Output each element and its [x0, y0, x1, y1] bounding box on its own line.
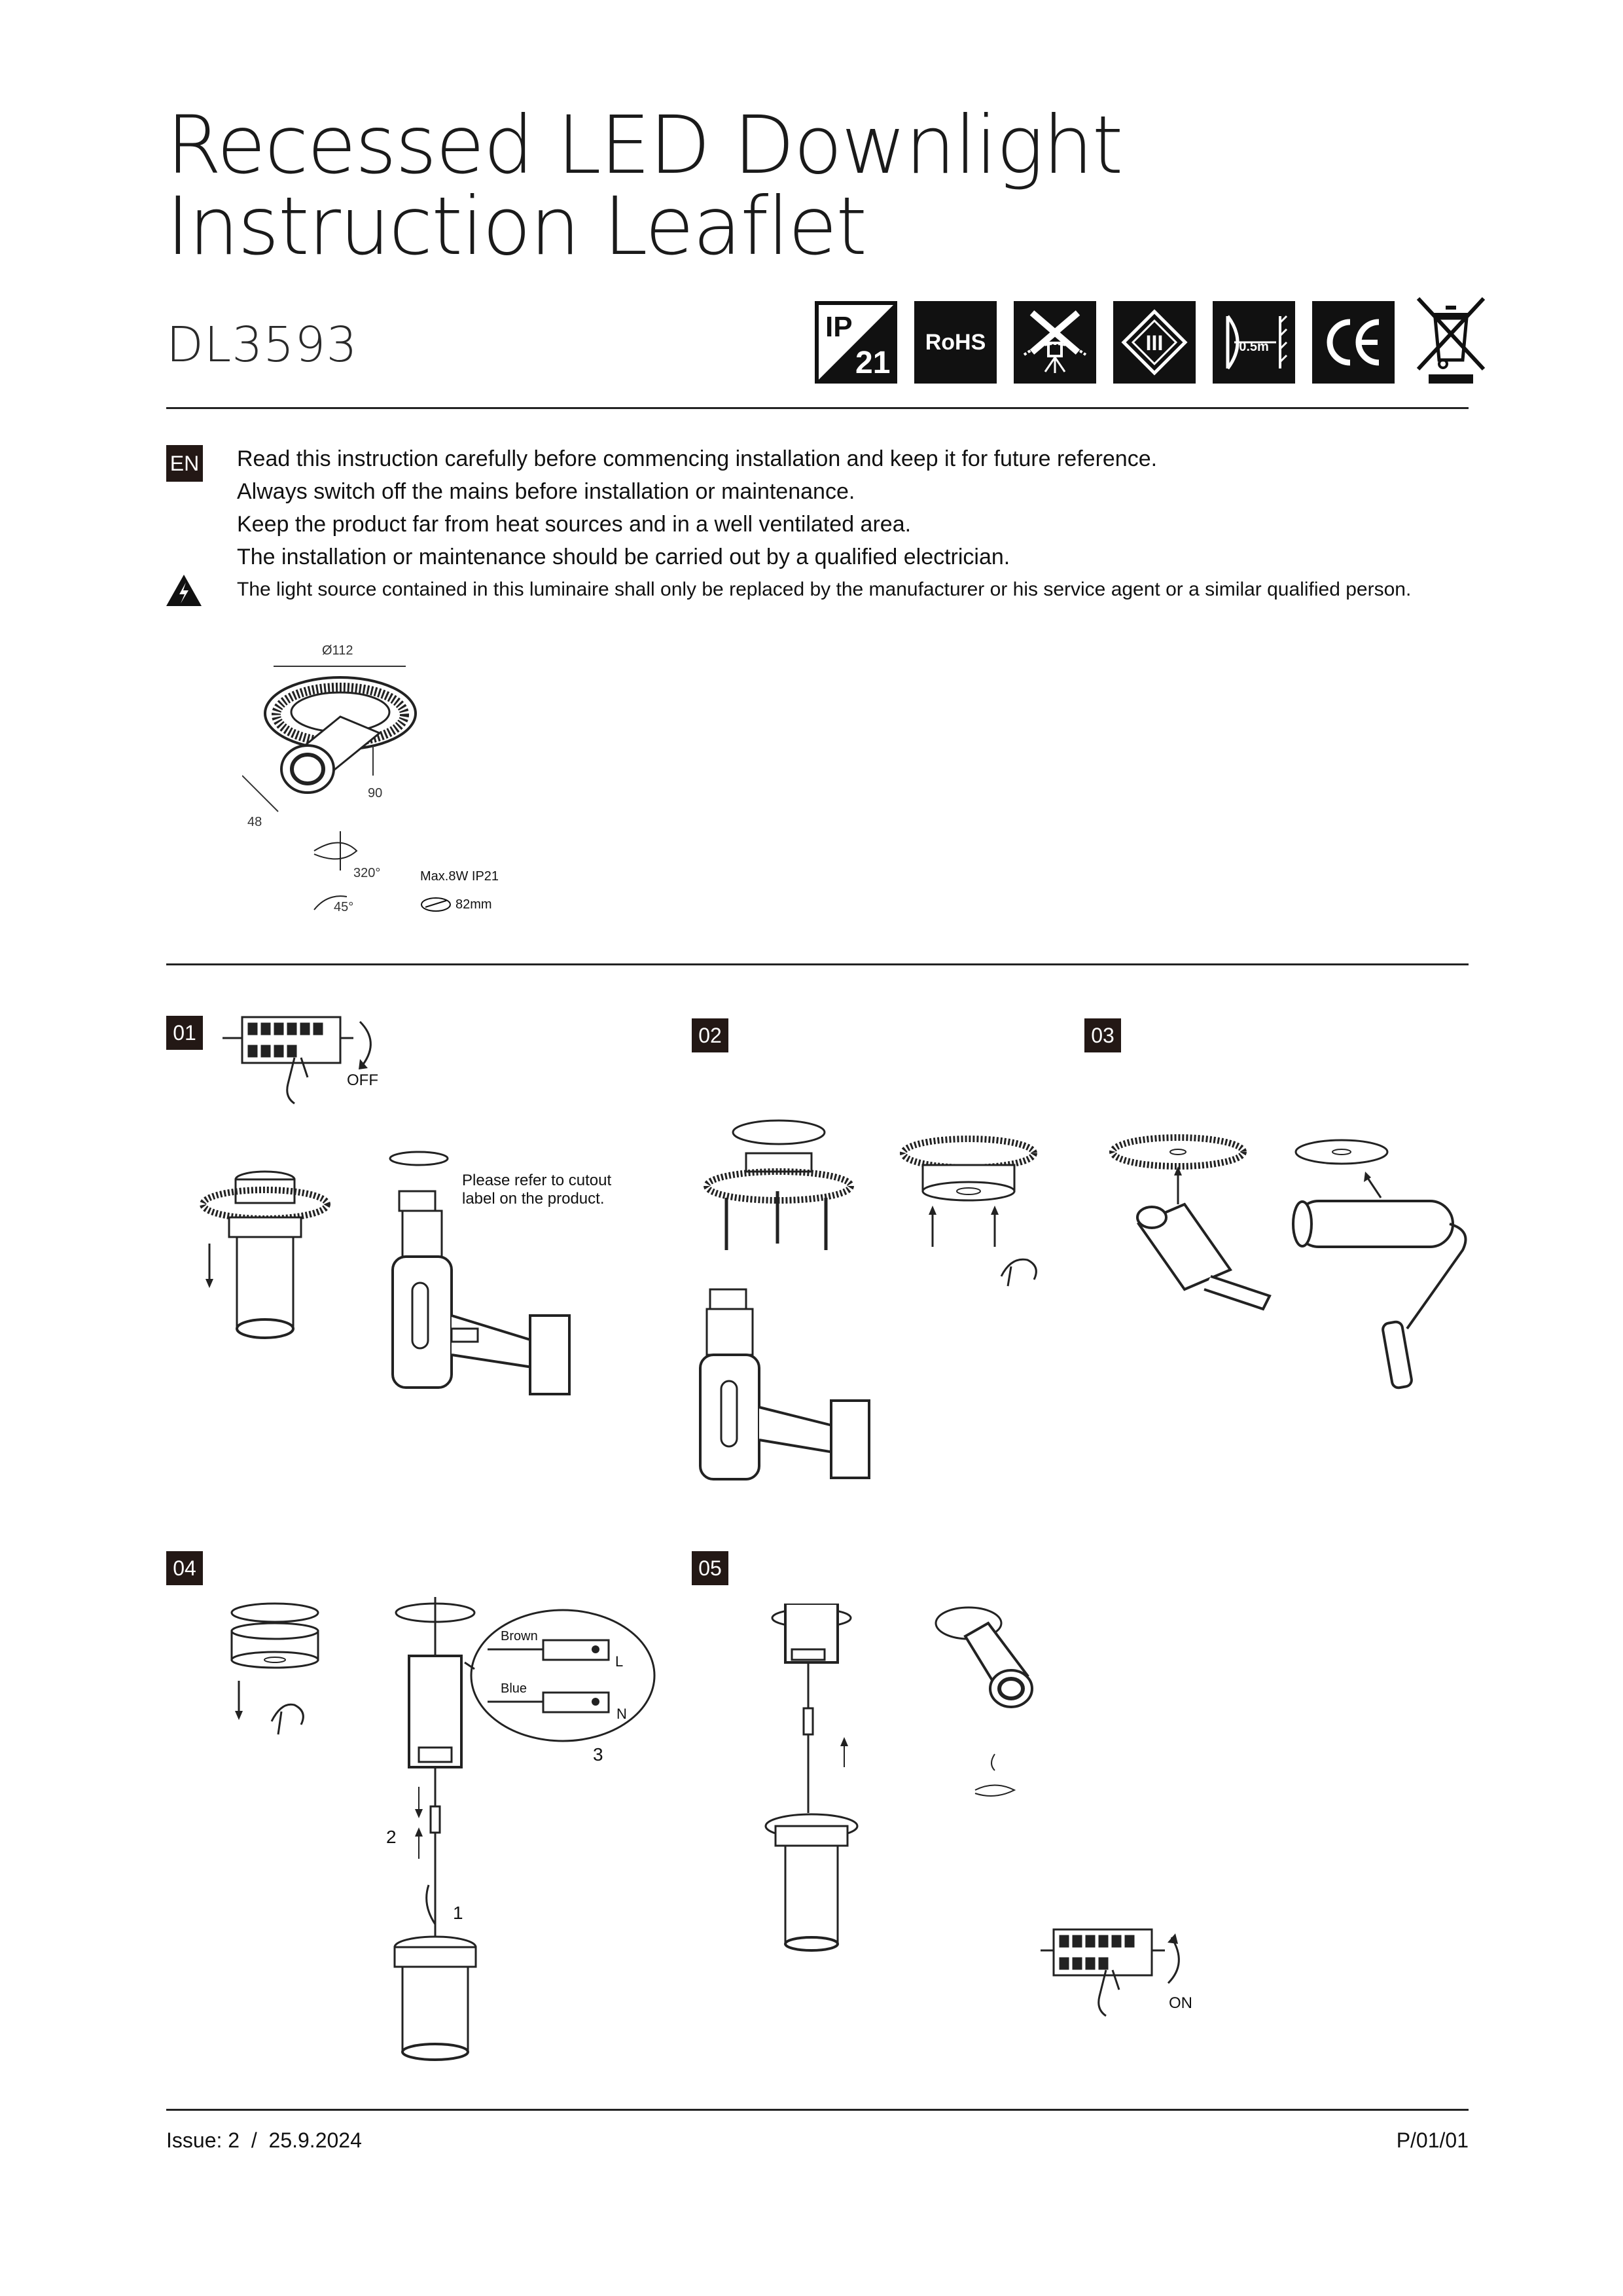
- step-04-wiring-illustration: 2 1 Brown Blue L N 3: [386, 1597, 656, 2061]
- weee-bin-icon: [1412, 295, 1490, 386]
- neutral-terminal-label: N: [616, 1706, 627, 1722]
- blue-wire-label: Blue: [501, 1681, 527, 1696]
- class-iii-icon: III: [1113, 301, 1196, 384]
- page-number: P/01/01: [1396, 2128, 1469, 2152]
- step-01-luminaire-illustration: [200, 1170, 330, 1339]
- step-01-breaker-off-illustration: OFF: [223, 1016, 378, 1105]
- class-iii-text: III: [1146, 331, 1164, 355]
- callout-1-label: 1: [453, 1903, 463, 1923]
- callout-3-label: 3: [593, 1744, 603, 1765]
- tilt-label: 45°: [334, 900, 353, 914]
- rotation-label: 320°: [353, 866, 380, 880]
- step-02-badge: 02: [692, 1018, 728, 1052]
- step-03-badge: 03: [1084, 1018, 1121, 1052]
- instruction-line-3: Keep the product far from heat sources a…: [237, 512, 912, 537]
- language-badge: EN: [166, 445, 203, 482]
- instruction-text: Read this instruction carefully before c…: [237, 442, 1157, 573]
- step-05-breaker-on-illustration: ON: [1041, 1928, 1192, 2017]
- step-05-on-label: ON: [1169, 1994, 1192, 2012]
- header-divider: [166, 407, 1469, 409]
- rohs-text: RoHS: [925, 329, 986, 355]
- step-05-adjust-illustration: [935, 1606, 1033, 1797]
- page-title: Recessed LED Downlight Instruction Leafl…: [166, 105, 1344, 267]
- step-04-ring-illustration: [230, 1602, 319, 1735]
- step-01-cutout-note: Please refer to cutout label on the prod…: [462, 1172, 612, 1208]
- step-04-badge: 04: [166, 1551, 203, 1585]
- step-02-ceiling-drill-illustration: [699, 1119, 870, 1480]
- step-05-install-illustration: [764, 1604, 859, 1952]
- title-line-2: Instruction Leaflet: [166, 180, 867, 273]
- brown-wire-label: Brown: [501, 1629, 538, 1643]
- step-02-mounting-ring-illustration: [900, 1136, 1037, 1287]
- instruction-line-2: Always switch off the mains before insta…: [237, 479, 855, 504]
- issue-date: Issue: 2 / 25.9.2024: [166, 2128, 362, 2152]
- height-label: 90: [368, 786, 382, 800]
- footer-divider: [166, 2109, 1469, 2111]
- live-terminal-label: L: [615, 1653, 623, 1670]
- certification-icons: IP 21 RoHS III 0.5m: [815, 296, 1490, 386]
- section-divider: [166, 963, 1469, 965]
- product-dimension-drawing: Ø112 90 48 320° 45° Max.8W IP21 82mm: [242, 643, 499, 914]
- step-01-off-label: OFF: [347, 1071, 378, 1089]
- title-line-1: Recessed LED Downlight: [166, 99, 1124, 192]
- min-distance-icon: 0.5m: [1213, 301, 1295, 384]
- ip-prefix-text: IP: [825, 311, 853, 343]
- no-insulation-cover-icon: [1014, 301, 1096, 384]
- diameter-label: Ø112: [322, 643, 353, 658]
- rohs-icon: RoHS: [914, 301, 997, 384]
- electric-warning-icon: [166, 575, 202, 606]
- step-01-drill-illustration: [389, 1151, 571, 1395]
- power-label: Max.8W IP21: [420, 869, 499, 884]
- callout-2-label: 2: [386, 1827, 397, 1847]
- instruction-line-1: Read this instruction carefully before c…: [237, 446, 1158, 471]
- step-03-tilt-adjust-illustration: [1109, 1134, 1467, 1390]
- depth-label: 48: [247, 815, 262, 829]
- distance-text: 0.5m: [1239, 340, 1269, 354]
- ce-icon: [1312, 301, 1395, 384]
- step-05-badge: 05: [692, 1551, 728, 1585]
- instruction-line-4: The installation or maintenance should b…: [237, 545, 1010, 569]
- warning-text: The light source contained in this lumin…: [237, 579, 1412, 600]
- ip21-icon: IP 21: [815, 301, 897, 384]
- ip-rating-text: 21: [855, 346, 890, 380]
- model-number: DL3593: [166, 317, 358, 373]
- cutout-label: 82mm: [455, 897, 492, 912]
- step-01-badge: 01: [166, 1016, 203, 1050]
